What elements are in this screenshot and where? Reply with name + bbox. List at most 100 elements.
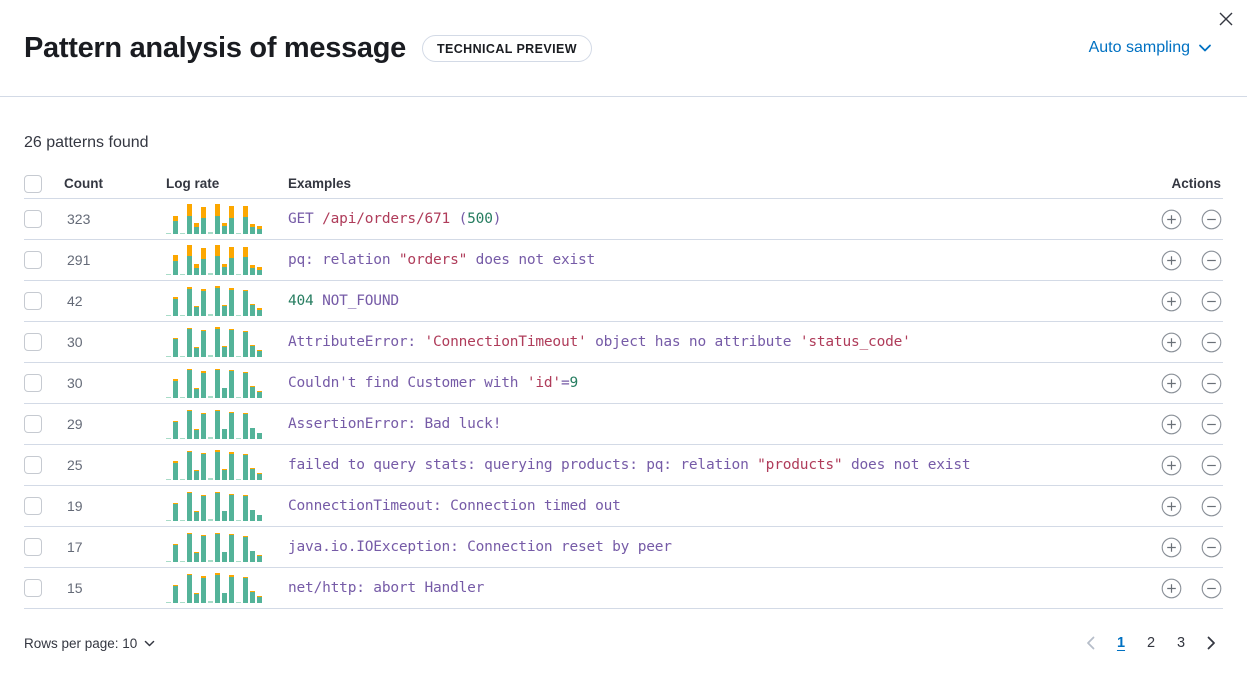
sparkline-bar — [166, 286, 171, 316]
log-rate-sparkline — [166, 573, 266, 603]
count-value: 30 — [67, 334, 83, 350]
sparkline-bar — [208, 409, 213, 439]
sparkline-bar — [243, 573, 248, 603]
row-checkbox[interactable] — [24, 456, 42, 474]
sparkline-bar — [243, 327, 248, 357]
sparkline-bar — [187, 286, 192, 316]
log-rate-sparkline — [166, 204, 266, 234]
row-checkbox[interactable] — [24, 415, 42, 433]
sparkline-bar — [187, 573, 192, 603]
filter-in-pattern-button[interactable] — [1161, 578, 1182, 599]
log-rate-sparkline — [166, 327, 266, 357]
sparkline-bar — [222, 245, 227, 275]
filter-out-pattern-button[interactable] — [1201, 209, 1222, 230]
row-checkbox[interactable] — [24, 210, 42, 228]
sparkline-bar — [208, 245, 213, 275]
sparkline-bar — [229, 532, 234, 562]
collapse-row-icon — [1201, 373, 1222, 393]
filter-in-pattern-button[interactable] — [1161, 373, 1182, 394]
sparkline-bar — [166, 450, 171, 480]
row-checkbox[interactable] — [24, 497, 42, 515]
sparkline-bar — [208, 286, 213, 316]
close-button[interactable] — [1211, 4, 1241, 34]
filter-in-pattern-button[interactable] — [1161, 291, 1182, 312]
filter-out-pattern-button[interactable] — [1201, 332, 1222, 353]
filter-out-pattern-button[interactable] — [1201, 578, 1222, 599]
sparkline-bar — [180, 450, 185, 480]
filter-in-pattern-button[interactable] — [1161, 496, 1182, 517]
sparkline-bar — [201, 368, 206, 398]
previous-page-button[interactable] — [1079, 635, 1103, 651]
sparkline-bar — [166, 327, 171, 357]
sparkline-bar — [257, 573, 262, 603]
sparkline-bar — [236, 532, 241, 562]
filter-in-pattern-button[interactable] — [1161, 414, 1182, 435]
row-checkbox[interactable] — [24, 538, 42, 556]
filter-out-pattern-button[interactable] — [1201, 373, 1222, 394]
chevron-right-icon — [1207, 636, 1215, 650]
sparkline-bar — [201, 245, 206, 275]
count-value: 15 — [67, 580, 83, 596]
row-actions — [1127, 250, 1223, 271]
filter-in-pattern-button[interactable] — [1161, 250, 1182, 271]
next-page-button[interactable] — [1199, 635, 1223, 651]
filter-out-pattern-button[interactable] — [1201, 537, 1222, 558]
sparkline-bar — [222, 409, 227, 439]
filter-out-pattern-button[interactable] — [1201, 291, 1222, 312]
sparkline-bar — [173, 491, 178, 521]
patterns-found-count: 26 patterns found — [24, 134, 149, 151]
page-button-1[interactable]: 1 — [1109, 631, 1133, 655]
sparkline-bar — [250, 286, 255, 316]
page-button-3[interactable]: 3 — [1169, 631, 1193, 655]
sparkline-bar — [229, 368, 234, 398]
expand-row-icon — [1161, 373, 1182, 393]
row-checkbox[interactable] — [24, 292, 42, 310]
rows-per-page-button[interactable]: Rows per page: 10 — [24, 636, 156, 651]
sampling-menu-button[interactable]: Auto sampling — [1089, 39, 1213, 57]
sparkline-bar — [180, 532, 185, 562]
row-checkbox[interactable] — [24, 579, 42, 597]
example-message: net/http: abort Handler — [288, 580, 485, 596]
select-all-checkbox[interactable] — [24, 174, 42, 193]
filter-out-pattern-button[interactable] — [1201, 250, 1222, 271]
row-actions — [1127, 496, 1223, 517]
filter-out-pattern-button[interactable] — [1201, 455, 1222, 476]
sparkline-bar — [236, 286, 241, 316]
filter-out-pattern-button[interactable] — [1201, 414, 1222, 435]
sparkline-bar — [257, 450, 262, 480]
filter-in-pattern-button[interactable] — [1161, 455, 1182, 476]
sparkline-bar — [250, 204, 255, 234]
page-button-2[interactable]: 2 — [1139, 631, 1163, 655]
sparkline-bar — [201, 573, 206, 603]
filter-in-pattern-button[interactable] — [1161, 332, 1182, 353]
sparkline-bar — [180, 573, 185, 603]
sparkline-bar — [173, 409, 178, 439]
log-rate-sparkline — [166, 532, 266, 562]
example-message: AttributeError: 'ConnectionTimeout' obje… — [288, 334, 911, 350]
sparkline-bar — [201, 532, 206, 562]
row-checkbox[interactable] — [24, 333, 42, 351]
sparkline-bar — [194, 491, 199, 521]
sparkline-bar — [236, 327, 241, 357]
sparkline-bar — [194, 450, 199, 480]
sparkline-bar — [243, 450, 248, 480]
sparkline-bar — [194, 573, 199, 603]
filter-in-pattern-button[interactable] — [1161, 537, 1182, 558]
sparkline-bar — [194, 409, 199, 439]
row-actions — [1127, 209, 1223, 230]
filter-in-pattern-button[interactable] — [1161, 209, 1182, 230]
sparkline-bar — [215, 327, 220, 357]
row-checkbox[interactable] — [24, 251, 42, 269]
sparkline-bar — [187, 245, 192, 275]
sparkline-bar — [173, 245, 178, 275]
sparkline-bar — [173, 368, 178, 398]
count-value: 17 — [67, 539, 83, 555]
row-checkbox[interactable] — [24, 374, 42, 392]
sparkline-bar — [208, 532, 213, 562]
sparkline-bar — [215, 409, 220, 439]
table-row: 15 net/http: abort Handler — [24, 568, 1223, 609]
filter-out-pattern-button[interactable] — [1201, 496, 1222, 517]
